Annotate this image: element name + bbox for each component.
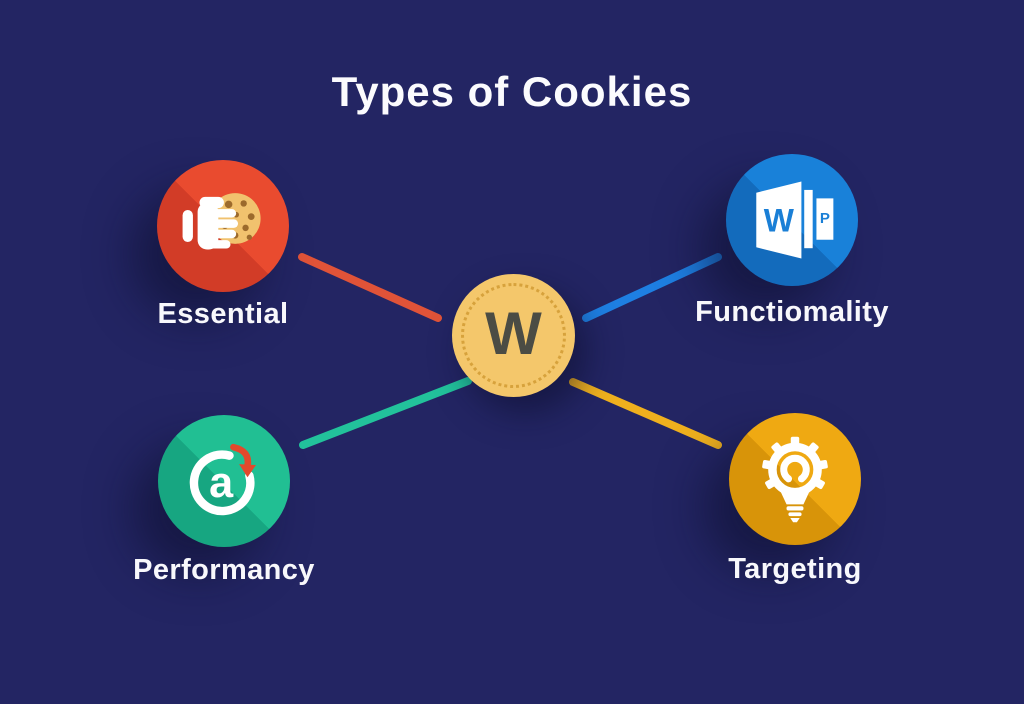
center-coin-ring	[461, 283, 566, 388]
connector-performance	[299, 377, 472, 449]
label-targeting: Targeting	[728, 553, 862, 585]
word-page-letter: P	[820, 210, 830, 227]
node-performance: a	[158, 415, 290, 547]
page-title: Types of Cookies	[331, 68, 693, 115]
hand-cookie-icon	[182, 193, 261, 250]
gear-lightbulb-icon	[762, 436, 828, 523]
center-coin: W	[452, 274, 575, 397]
label-essential: Essential	[157, 298, 289, 330]
word-document-icon: P W	[756, 181, 834, 259]
at-letter: a	[209, 459, 234, 507]
node-targeting	[729, 413, 861, 545]
center-coin-letter: W	[485, 299, 542, 367]
connector-targeting	[569, 378, 722, 449]
label-functionality: Functiomality	[695, 296, 889, 328]
label-performance: Performancy	[133, 554, 315, 586]
word-main-letter: W	[764, 202, 795, 238]
at-refresh-icon: a	[189, 443, 256, 516]
node-essential	[157, 160, 289, 292]
node-functionality: P W	[726, 154, 858, 286]
